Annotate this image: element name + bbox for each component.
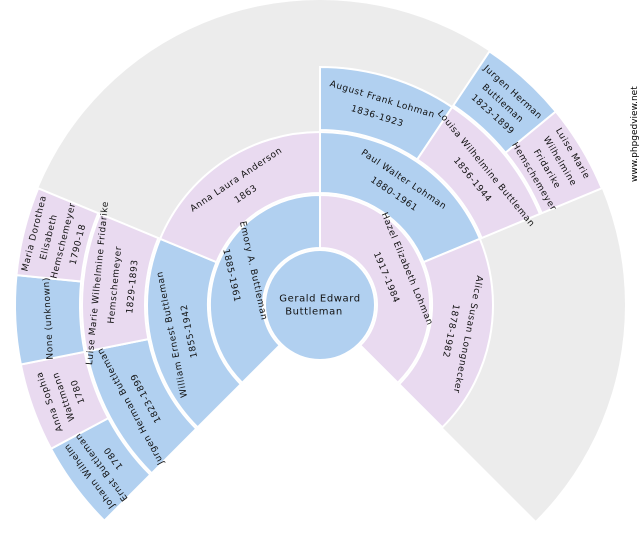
ancestor-name: None (unknown) (42, 277, 56, 360)
ancestor-wedge-male[interactable] (209, 193, 321, 385)
ancestor-wedge-female[interactable] (81, 212, 160, 353)
ancestor-wedge-female[interactable] (504, 110, 604, 215)
ancestor-wedge-female[interactable] (397, 237, 494, 429)
root-name-line: Gerald Edward (279, 294, 361, 305)
ancestor-wedge-female[interactable] (319, 193, 431, 385)
fan-wedges (14, 0, 625, 523)
ancestor-label: None (unknown) (42, 277, 56, 360)
ancestor-wedge-female[interactable] (415, 105, 542, 240)
root-name-line: Buttleman (285, 307, 343, 318)
ancestor-wedge-female[interactable] (15, 186, 100, 283)
root-person-circle[interactable] (264, 249, 376, 361)
watermark[interactable]: www.phpgedview.net (630, 86, 640, 182)
